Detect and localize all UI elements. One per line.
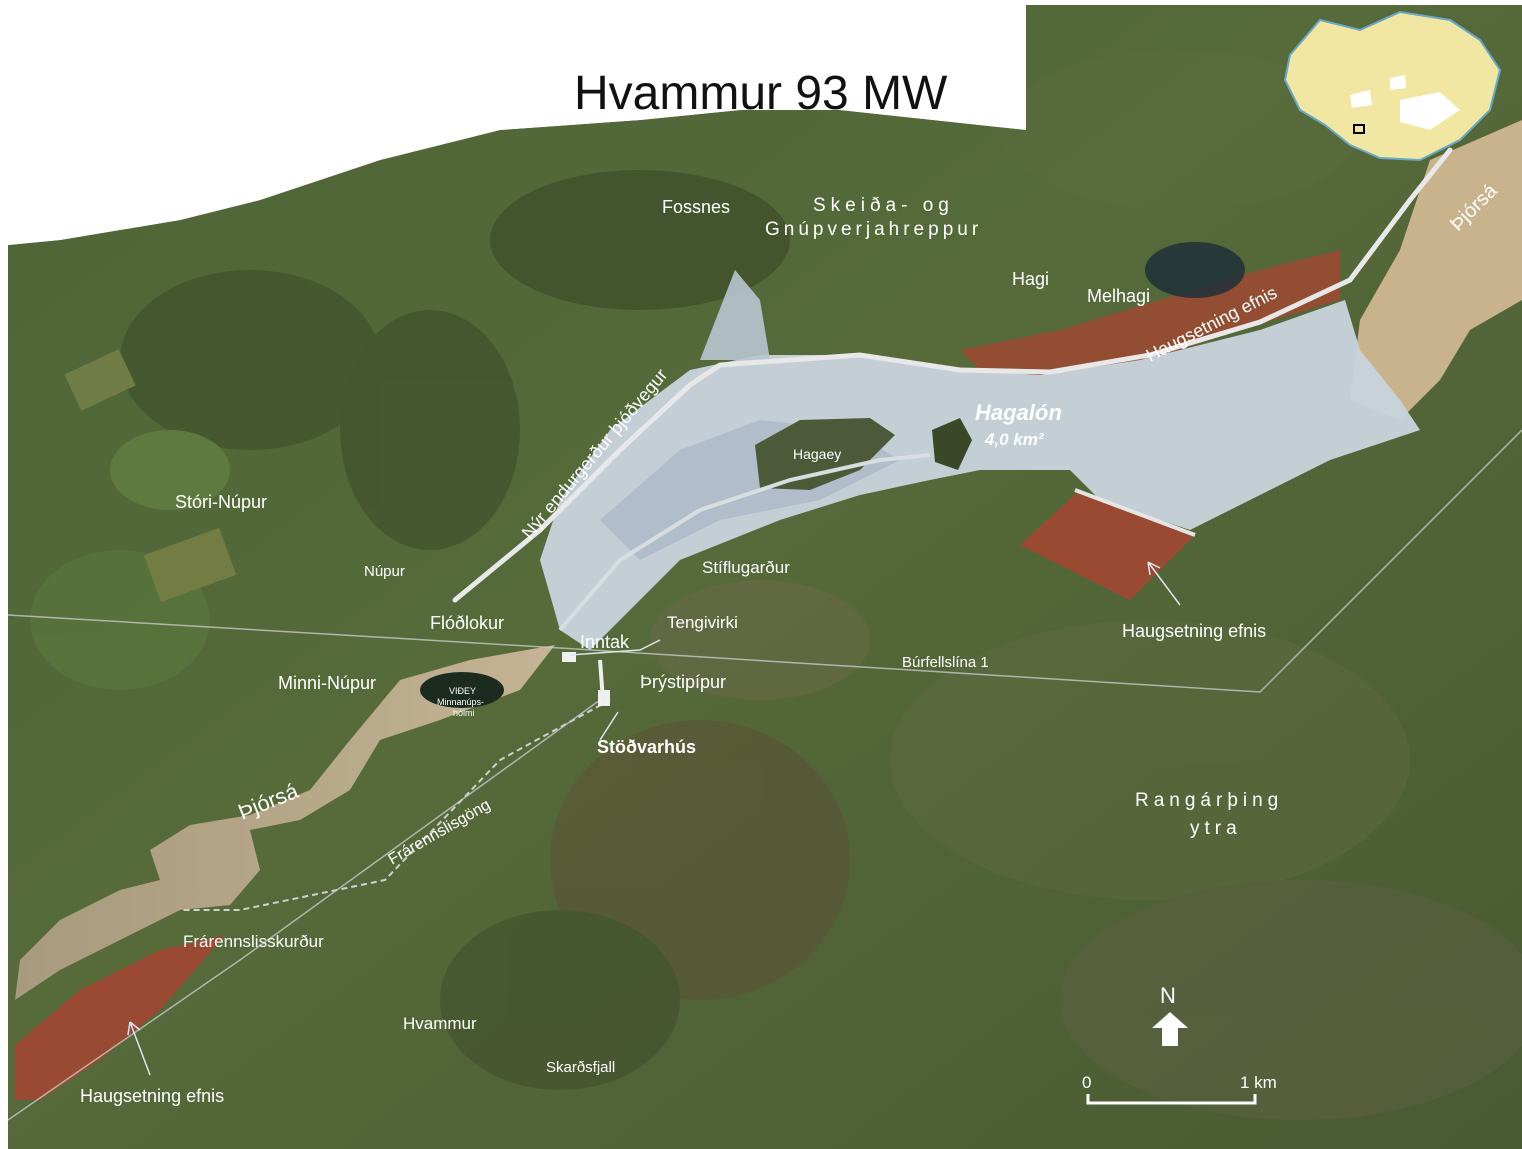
label-municipality-north-2: Gnúpverjahreppur: [765, 219, 982, 240]
label-municipality-south-1: Rangárþing: [1135, 790, 1283, 811]
label-powerline: Búrfellslína 1: [902, 654, 989, 671]
label-hvammur: Hvammur: [403, 1014, 477, 1033]
label-island-hagaey: Hagaey: [793, 446, 841, 462]
label-intake: Inntak: [580, 632, 630, 652]
iceland-locator-icon: [1283, 10, 1502, 162]
label-powerhouse: Stöðvarhús: [597, 737, 696, 757]
title-backdrop: [0, 0, 1026, 245]
label-stori-nupur: Stóri-Núpur: [175, 492, 267, 512]
intake-structure[interactable]: [562, 652, 576, 662]
deposit-area-sw: [15, 935, 225, 1100]
label-fossnes: Fossnes: [662, 197, 730, 217]
powerline-1: [7, 429, 1522, 693]
pond: [1145, 242, 1245, 298]
leader-arrows: [127, 561, 1181, 1076]
label-reservoir-name: Hagalón: [975, 400, 1062, 425]
label-deposit-e: Haugsetning efnis: [1122, 621, 1266, 641]
scale-bar: 0 1 km: [1082, 1073, 1277, 1105]
label-nupur: Núpur: [364, 563, 405, 580]
label-municipality-north-1: Skeiða- og: [813, 195, 954, 216]
locator-box: [1353, 124, 1365, 134]
label-vidi-2: Minnanúps-: [437, 697, 484, 707]
label-deposit-sw: Haugsetning efnis: [80, 1086, 224, 1106]
island-vidi[interactable]: [420, 672, 504, 708]
reservoir-upper-arm: [700, 270, 770, 360]
terrain-texture: [30, 50, 1522, 1120]
label-reservoir-area: 4,0 km²: [984, 430, 1045, 449]
label-hagi: Hagi: [1012, 269, 1049, 289]
dam-east: [1074, 488, 1196, 537]
powerline-2: [7, 699, 601, 1121]
north-arrow-label: N: [1160, 983, 1176, 1008]
page-title: Hvammur 93 MW: [574, 67, 948, 120]
road-new: [452, 147, 1453, 603]
label-dam: Stíflugarður: [702, 558, 790, 577]
scale-bar-end: 1 km: [1240, 1073, 1277, 1092]
deposit-area-ne: [960, 250, 1340, 380]
island-hagaey[interactable]: [755, 418, 895, 490]
label-penstock: Þrýstipípur: [640, 672, 726, 692]
label-substation: Tengivirki: [667, 613, 738, 632]
north-arrow-icon: N: [1152, 983, 1188, 1046]
reservoir-hagalon[interactable]: [540, 300, 1420, 650]
label-spillway: Flóðlokur: [430, 613, 504, 633]
label-skardsfjall: Skarðsfjall: [546, 1059, 615, 1076]
label-tailrace-channel: Frárennslisskurður: [183, 932, 324, 951]
tailrace-tunnel: [180, 699, 611, 911]
island-small: [932, 418, 972, 470]
penstock-line: [598, 659, 605, 701]
river-ne: [1350, 120, 1522, 420]
label-minni-nupur: Minni-Núpur: [278, 673, 376, 693]
label-municipality-south-2: ytra: [1190, 818, 1242, 839]
label-vidi-1: VIÐEY: [449, 686, 476, 696]
label-vidi-3: hólmi: [453, 708, 475, 718]
scale-bar-start: 0: [1082, 1073, 1091, 1092]
dam-stiflugardur: [558, 453, 931, 632]
label-melhagi: Melhagi: [1087, 286, 1150, 306]
river-sw: [15, 645, 555, 1000]
deposit-area-e: [1020, 490, 1195, 600]
